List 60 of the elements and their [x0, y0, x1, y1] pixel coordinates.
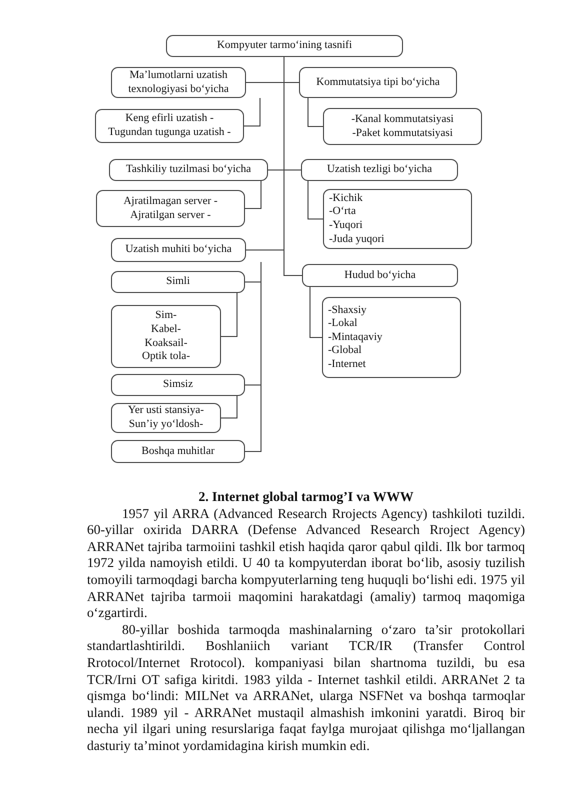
- list-item: -Internet: [328, 358, 366, 372]
- list-item: Optik tola-: [142, 350, 190, 364]
- box-label: Kompyuter tarmo‘ining tasnifi: [216, 39, 352, 53]
- list-item: -Juda yuqori: [329, 232, 384, 246]
- connector-line: [310, 286, 322, 338]
- category-box: [301, 159, 458, 181]
- list-box: [95, 109, 244, 143]
- category-box: [111, 238, 246, 262]
- connector-line: [220, 396, 238, 418]
- box-label: Uzatish tezligi bo‘yicha: [326, 163, 432, 177]
- connector-line: [220, 292, 238, 337]
- connector-line: [244, 262, 262, 452]
- box-label: Hudud bo‘yicha: [344, 268, 416, 282]
- list-item: -Kanal kommutatsiyasi: [351, 112, 454, 126]
- box-label: Tashkiliy tuzilmasi bo‘yicha: [126, 163, 252, 177]
- list-box: [322, 297, 461, 378]
- box-label: Kommutatsiya tipi bo‘yicha: [316, 76, 440, 90]
- list-item: Keng efirli uzatish -: [125, 112, 214, 126]
- list-item: -Lokal: [328, 317, 358, 331]
- list-item: Ajratilmagan server -: [123, 194, 218, 208]
- list-item: Sim-: [155, 309, 177, 323]
- category-box: [302, 264, 458, 287]
- list-box: [323, 189, 472, 249]
- box-label: Boshqa muhitlar: [141, 444, 215, 458]
- list-item: Kabel-: [151, 322, 181, 336]
- list-item: Ajratilgan server -: [130, 208, 211, 222]
- subcategory-box: [111, 271, 245, 293]
- box-label: Simsiz: [163, 378, 193, 392]
- list-item: Yer usti stansiya-: [128, 404, 204, 418]
- category-box: [109, 159, 268, 181]
- connector-line: [284, 56, 302, 276]
- list-item: -Mintaqaviy: [328, 330, 382, 344]
- heading-box: [166, 35, 403, 57]
- box-label: Simli: [166, 275, 190, 289]
- list-item: -O‘rta: [329, 205, 356, 219]
- list-box: [111, 305, 221, 368]
- list-item: -Kichik: [329, 192, 363, 206]
- list-item: Tugundan tugunga uzatish -: [108, 126, 231, 140]
- box-label: Uzatish muhiti bo‘yicha: [125, 243, 232, 257]
- category-box: [299, 67, 457, 98]
- category-box: [111, 67, 246, 98]
- section-heading: 2. Internet global tarmog’I va WWW: [198, 489, 414, 506]
- subcategory-box: [111, 374, 245, 396]
- connector-line: [308, 180, 324, 220]
- list-item: -Shaxsiy: [328, 304, 366, 318]
- list-item: -Global: [328, 344, 362, 358]
- connector-line: [308, 98, 324, 127]
- paragraph: 1957 yil ARRA (Advanced Research Rrojects Agency) tashkiloti tuzildi. 60-yillar oxirida DARRA (Defense Advanced Research Rroject Agency) ARRANet tajriba tarmoiini tashkil etish haqida qaror qabul qildi. Ilk bor tarmoq 1972 yilda namoyish etildi. U 40 ta kompyuterdan iborat bo‘lib, asosiy tuzilish tomoyili tarmoqdagi barcha kompyuterlarning teng huquqli bo‘lishi edi. 1975 yil ARRANet tajriba tarmoii maqomini harakatdagi (amaliy) tarmoq maqomiga o‘zgartirdi.: [87, 506, 525, 622]
- list-box: [111, 403, 221, 433]
- connector-line: [244, 98, 260, 126]
- list-item: Sun’iy yo‘ldosh-: [128, 418, 204, 432]
- list-box: [323, 108, 482, 145]
- subcategory-box: [111, 440, 245, 463]
- connector-line: [244, 180, 262, 209]
- list-item: -Yuqori: [329, 219, 363, 233]
- paragraph: 80-yillar boshida tarmoqda mashinalarning o‘zaro ta’sir protokollari standartlashtirildi. Boshlaniich variant TCR/IR (Transfer Control Rrotocol/Internet Rrotocol). kompaniyasi bilan shartnoma tuzildi, bu esa TCR/Irni OT safiga kiritdi. 1983 yilda - Internet tashkil etildi. ARRANet 2 ta qismga bo‘lindi: MILNet va ARRANet, ularga NSFNet va boshqa tarmoqlar ulandi. 1989 yil - ARRANet mustaqil almashish imkonini yaratdi. Biroq bir necha yil ilgari uning resurslariga faqat faylga murojaat qilishga mo‘ljallangan dasturiy ta’minot yordamidagina kirish mumkin edi.: [87, 622, 525, 754]
- list-box: [96, 190, 245, 227]
- box-label: Ma’lumotlarni uzatish texnologiyasi bo‘yicha: [127, 68, 230, 96]
- list-item: Koaksail-: [144, 336, 188, 350]
- list-item: -Paket kommutatsiyasi: [352, 126, 453, 140]
